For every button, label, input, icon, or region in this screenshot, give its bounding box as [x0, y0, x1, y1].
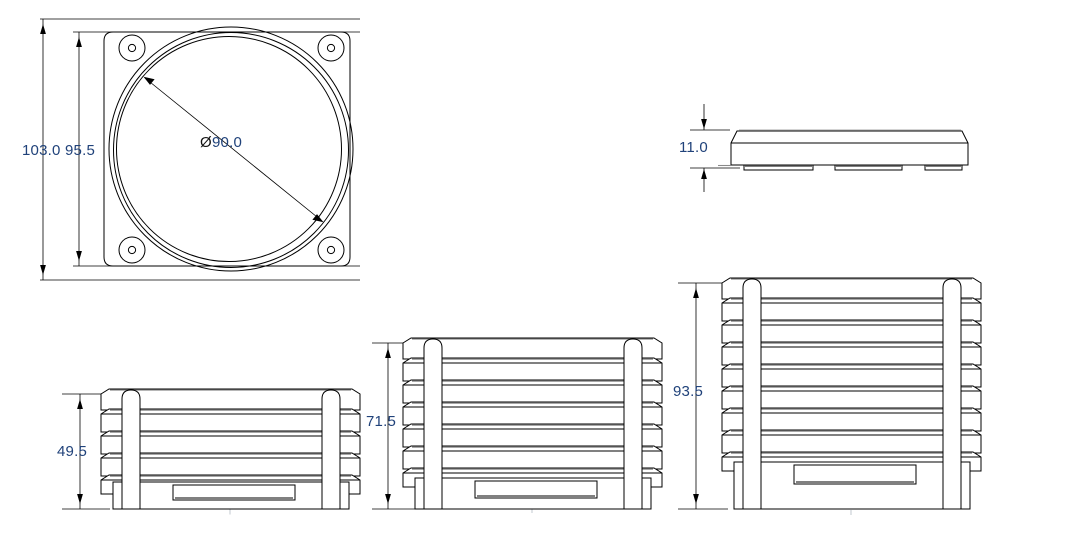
dim-label-bore-diameter: 90.0 [212, 134, 242, 151]
dim-label-plate-thickness: 11.0 [679, 139, 708, 156]
foot-pad-center [834, 164, 903, 171]
stack-body-small [100, 388, 361, 515]
flange-outline [103, 31, 351, 267]
dim-label-stack-height-small: 49.5 [57, 443, 87, 460]
mounting-boss-bottom-left [118, 236, 146, 264]
stack-view-small: 49.5 [57, 388, 361, 515]
dimension-stack-height-small: 49.5 [57, 393, 110, 510]
dimension-bore-diameter: Ø 90.0 [143, 76, 324, 223]
dim-symbol-diameter: Ø [200, 134, 212, 151]
dimension-stack-height-large: 93.5 [673, 282, 728, 510]
dim-label-flange-width: 95.5 [65, 142, 95, 159]
dim-label-stack-height-large: 93.5 [673, 383, 703, 400]
mounting-boss-bottom-right [317, 236, 345, 264]
mounting-boss-top-right [317, 34, 345, 62]
stack-body-medium [402, 337, 663, 515]
dimension-stack-height-medium: 71.5 [366, 342, 418, 510]
foot-pad-left [743, 164, 814, 171]
plate-profile-body [730, 130, 969, 166]
top-view: 103.0 95.5 [22, 18, 360, 281]
stack-view-large: 93.5 [673, 277, 982, 515]
dimension-overall-width: 103.0 [22, 18, 360, 281]
dimension-plate-thickness: 11.0 [679, 104, 740, 192]
foot-pad-right [924, 164, 963, 171]
body-circle-outer [108, 26, 354, 272]
body-circle-middle [113, 32, 349, 268]
body-circle-inner [116, 36, 342, 262]
side-profile-view: 11.0 [679, 104, 969, 192]
mounting-boss-top-left [118, 34, 146, 62]
stack-body-large [721, 277, 982, 515]
dim-label-stack-height-medium: 71.5 [366, 413, 396, 430]
stack-view-medium: 71.5 [366, 337, 663, 515]
dim-label-overall-width: 103.0 [22, 142, 61, 159]
